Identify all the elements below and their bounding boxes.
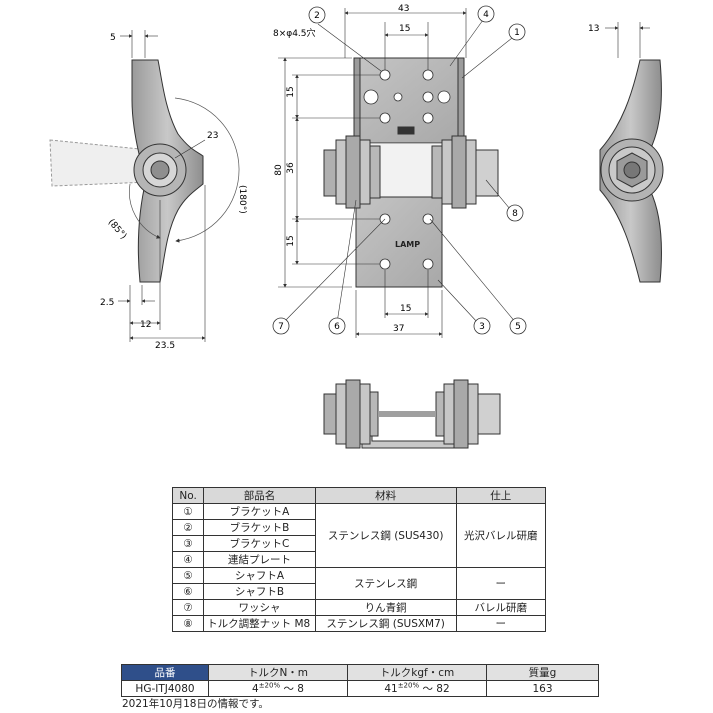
spec-table-header: 品番 トルクN・m トルクkgf・cm 質量g [121, 664, 599, 681]
torque-kgf: 41±20% ～ 82 [347, 680, 487, 697]
col-header-no: No. [171, 487, 205, 504]
part-no: ③ [171, 535, 205, 552]
table-row: ⑦ ワッシャ りん青銅 バレル研磨 [171, 599, 547, 616]
dim-center-15-b: 15 [286, 235, 296, 246]
torque-nm-base: 4 [252, 683, 259, 695]
torque-nm-range: ～ 8 [280, 683, 304, 695]
dim-left-180: (180°) [237, 185, 247, 214]
part-name: ブラケットB [203, 519, 316, 536]
callout-2: 2 [314, 11, 320, 21]
part-no: ④ [171, 551, 205, 568]
dim-left-12: 12 [140, 320, 151, 330]
callout-7: 7 [278, 322, 284, 332]
table-row: ⑤ シャフトA ステンレス鋼 ー [171, 567, 547, 600]
part-material: ステンレス鋼 (SUS430) [314, 503, 457, 568]
part-no: ① [171, 503, 205, 520]
part-no: ② [171, 519, 205, 536]
dim-center-15-bottom: 15 [400, 304, 411, 314]
left-side-view [49, 30, 240, 342]
part-material: りん青銅 [314, 599, 457, 616]
col-header-material: 材料 [314, 487, 457, 504]
parts-table: No. 部品名 材料 仕上 ① ブラケットA ステンレス鋼 (SUS430) 光… [171, 487, 547, 632]
hole-spec: 8×φ4.5穴 [273, 27, 316, 39]
dim-center-80: 80 [274, 164, 284, 176]
part-name: ブラケットA [203, 503, 316, 520]
callout-5: 5 [515, 322, 521, 332]
col-header-torque-kgf: トルクkgf・cm [347, 664, 487, 681]
torque-kgf-base: 41 [384, 683, 398, 695]
callout-balloons [272, 5, 527, 335]
dim-left-2-5: 2.5 [100, 298, 114, 308]
callout-3: 3 [479, 322, 485, 332]
hinge-technical-drawing: 5 23 (180°) (85°) 2.5 12 23.5 [49, 4, 664, 449]
spec-table: 品番 トルクN・m トルクkgf・cm 質量g HG-ITJ4080 4±20%… [121, 664, 599, 697]
col-header-mass: 質量g [486, 664, 599, 681]
table-row: ① ブラケットA ステンレス鋼 (SUS430) 光沢バレル研磨 [171, 503, 547, 568]
part-no: ⑤ [171, 567, 205, 584]
torque-kgf-tolerance: ±20% [397, 681, 420, 690]
part-finish: ー [455, 615, 547, 632]
mass: 163 [486, 680, 599, 697]
footnote: 2021年10月18日の情報です。 [122, 698, 269, 710]
center-front-view [278, 8, 517, 338]
part-finish: 光沢バレル研磨 [455, 503, 547, 568]
dim-left-5: 5 [110, 33, 116, 43]
part-material: ステンレス鋼 [314, 567, 457, 600]
part-name: ブラケットC [203, 535, 316, 552]
part-name: 連結プレート [203, 551, 316, 568]
torque-kgf-range: ～ 82 [419, 683, 450, 695]
part-name: ワッシャ [203, 599, 316, 616]
part-no: ⑥ [171, 583, 205, 600]
dim-center-15-top: 15 [399, 24, 410, 34]
callout-8: 8 [512, 209, 518, 219]
part-no: ⑧ [171, 615, 205, 632]
col-header-torque-nm: トルクN・m [208, 664, 348, 681]
part-finish: ー [455, 567, 547, 600]
callout-4: 4 [483, 10, 489, 20]
torque-nm: 4±20% ～ 8 [208, 680, 348, 697]
part-no: ⑦ [171, 599, 205, 616]
right-side-view [599, 22, 664, 283]
callout-6: 6 [334, 322, 340, 332]
dim-right-13: 13 [588, 24, 599, 34]
dim-center-15-a: 15 [286, 86, 296, 97]
col-header-part-number: 品番 [121, 664, 209, 681]
col-header-name: 部品名 [203, 487, 316, 504]
part-name: シャフトB [203, 583, 316, 600]
part-name: シャフトA [203, 567, 316, 584]
dim-center-37: 37 [393, 324, 404, 334]
part-name: トルク調整ナット M8 [203, 615, 316, 632]
callout-1: 1 [514, 28, 520, 38]
torque-nm-tolerance: ±20% [258, 681, 281, 690]
dim-left-23-5: 23.5 [155, 341, 175, 351]
table-row: HG-ITJ4080 4±20% ～ 8 41±20% ～ 82 163 [121, 680, 599, 697]
part-material: ステンレス鋼 (SUSXM7) [314, 615, 457, 632]
part-number: HG-ITJ4080 [121, 680, 209, 697]
dim-center-43: 43 [398, 4, 409, 14]
col-header-finish: 仕上 [455, 487, 547, 504]
brand-mark: LAMP [395, 240, 420, 249]
dim-left-23: 23 [207, 131, 218, 141]
parts-table-header: No. 部品名 材料 仕上 [171, 487, 547, 504]
table-row: ⑧ トルク調整ナット M8 ステンレス鋼 (SUSXM7) ー [171, 615, 547, 632]
dim-center-36: 36 [286, 162, 296, 174]
dim-left-85: (85°) [106, 218, 128, 242]
bottom-view [323, 379, 501, 449]
part-finish: バレル研磨 [455, 599, 547, 616]
